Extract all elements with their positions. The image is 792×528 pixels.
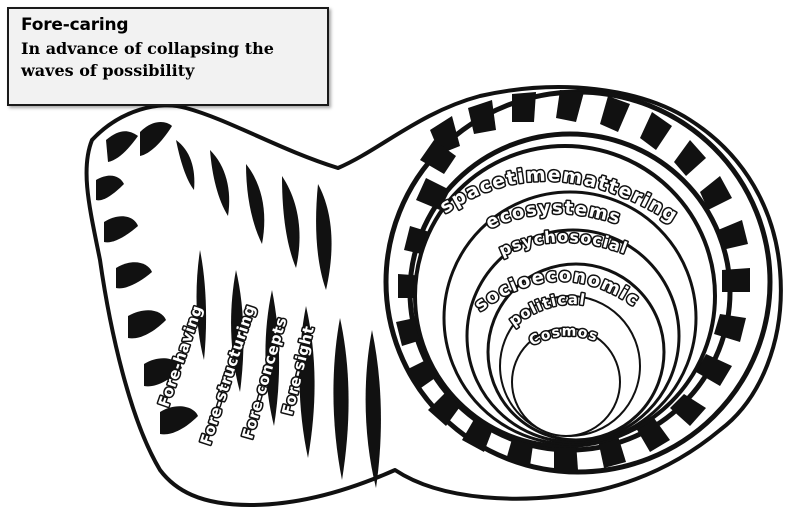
caption-title: Fore-caring [21,15,317,35]
caption-box: Fore-caring In advance of collapsing the… [7,7,329,106]
caption-subtitle: In advance of collapsing the waves of po… [21,38,311,82]
ring-cosmos [512,328,620,436]
